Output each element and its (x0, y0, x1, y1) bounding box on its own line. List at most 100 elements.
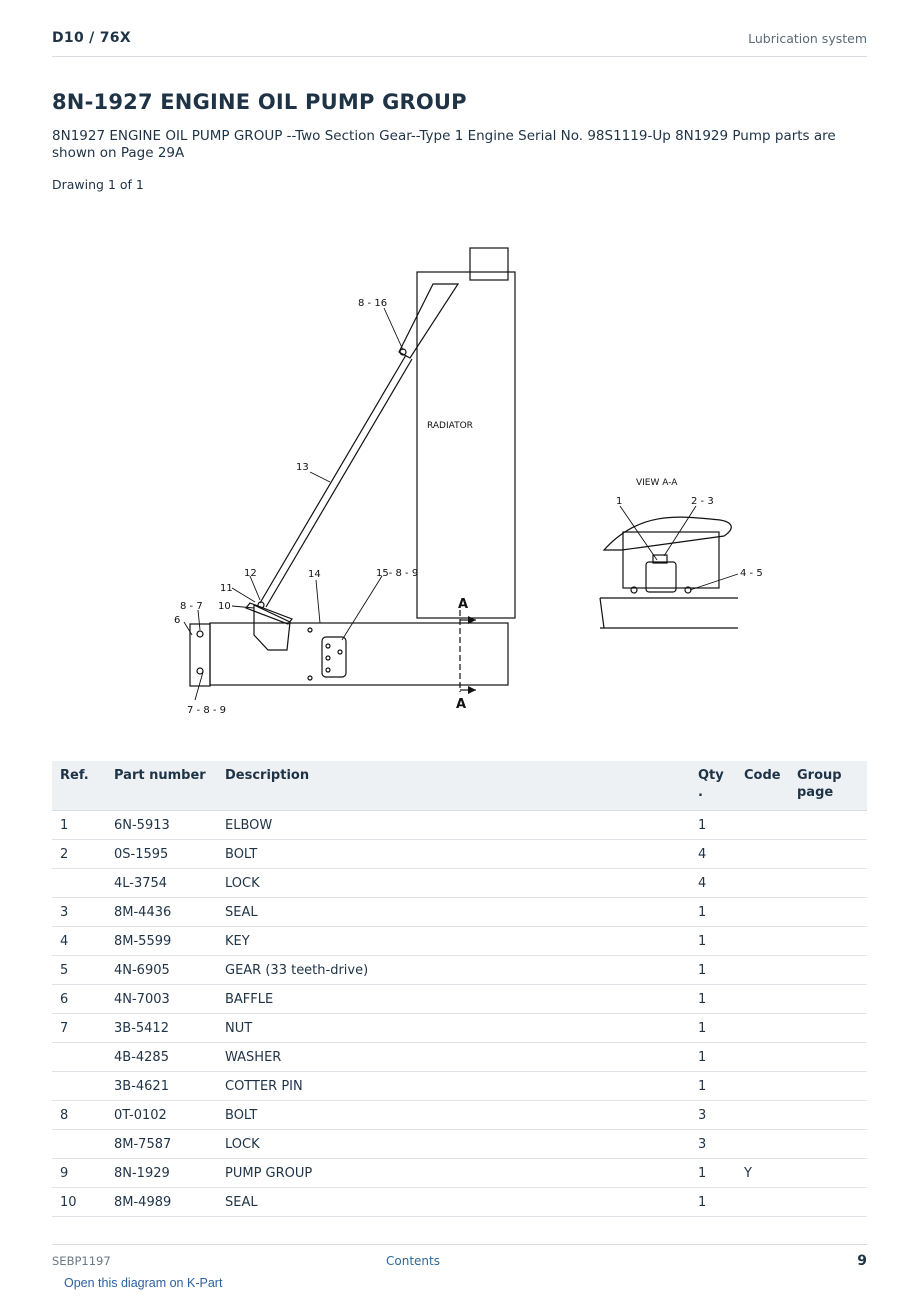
view-housing-body (622, 531, 720, 589)
cell-code (736, 839, 789, 869)
section-label: Lubrication system (748, 31, 867, 46)
cell-ref: 7 (52, 1013, 106, 1043)
leader-13 (309, 471, 331, 483)
cell-code (736, 1071, 789, 1101)
cell-ref (52, 1129, 106, 1159)
pump-bolt-2 (325, 655, 331, 661)
pump-group-body (321, 636, 347, 678)
callout-1589: 15- 8 - 9 (376, 568, 418, 579)
document-id: SEBP1197 (52, 1254, 111, 1268)
end-plate-bolt-top (196, 630, 204, 638)
cell-qty: 1 (690, 926, 736, 956)
cell-ref (52, 1042, 106, 1072)
cell-desc: LOCK (217, 868, 690, 898)
cell-code (736, 984, 789, 1014)
cell-part: 8N-1929 (106, 1158, 217, 1188)
page-title: 8N-1927 ENGINE OIL PUMP GROUP (52, 90, 467, 114)
cell-part: 4L-3754 (106, 868, 217, 898)
cell-desc: ELBOW (217, 810, 690, 840)
cell-code (736, 897, 789, 927)
group-description: 8N1927 ENGINE OIL PUMP GROUP --Two Secti… (52, 128, 836, 161)
end-plate-bolt-bottom (196, 667, 204, 675)
cell-qty: 1 (690, 897, 736, 927)
cell-ref: 3 (52, 897, 106, 927)
cell-part: 3B-4621 (106, 1071, 217, 1101)
header-description: Description (217, 761, 690, 811)
cell-code (736, 810, 789, 840)
cell-qty: 1 (690, 1158, 736, 1188)
cell-desc: NUT (217, 1013, 690, 1043)
header-qty-text: Qty . (698, 768, 724, 800)
callout-11: 11 (220, 583, 233, 594)
leader-45 (689, 573, 739, 591)
cell-group (789, 1100, 867, 1130)
cell-group (789, 1071, 867, 1101)
drawing-label: Drawing 1 of 1 (52, 177, 144, 192)
kpart-link[interactable]: Open this diagram on K-Part (64, 1276, 223, 1290)
view-aa-label: VIEW A-A (636, 478, 678, 488)
leader-1 (619, 505, 658, 561)
cell-desc: BOLT (217, 839, 690, 869)
header-ref: Ref. (52, 761, 106, 811)
cell-qty: 4 (690, 868, 736, 898)
cell-part: 3B-5412 (106, 1013, 217, 1043)
cell-qty: 4 (690, 839, 736, 869)
view-housing-outline (602, 516, 732, 551)
leader-10 (231, 605, 255, 609)
cell-group (789, 926, 867, 956)
cell-ref: 5 (52, 955, 106, 985)
cell-group (789, 868, 867, 898)
cell-ref: 2 (52, 839, 106, 869)
radiator-body (416, 271, 516, 619)
cell-desc: COTTER PIN (217, 1071, 690, 1101)
cell-group (789, 1129, 867, 1159)
strut-rod-b (265, 358, 413, 608)
cell-code (736, 1013, 789, 1043)
parts-diagram: RADIATOR VIEW A-A A A 8 - 16 13 12 11 10… (174, 247, 763, 716)
callout-1: 1 (616, 496, 622, 507)
header-part-number: Part number (106, 761, 217, 811)
page-footer: SEBP1197 Contents 9 (52, 1244, 867, 1275)
callout-12: 12 (244, 568, 257, 579)
leader-14 (315, 579, 321, 624)
cell-ref: 9 (52, 1158, 106, 1188)
callout-87: 8 - 7 (180, 601, 203, 612)
table-header-row: Ref. Part number Description Qty . Code … (52, 761, 867, 811)
contents-link[interactable]: Contents (386, 1254, 440, 1268)
cell-desc: KEY (217, 926, 690, 956)
header-group-page: Group page (789, 761, 867, 811)
pump-bolt-4 (337, 649, 343, 655)
cell-desc: BAFFLE (217, 984, 690, 1014)
view-pump-body (645, 561, 677, 593)
cell-ref (52, 1071, 106, 1101)
beam-mark-bottom (307, 675, 313, 681)
cell-group (789, 1013, 867, 1043)
section-arrowhead-bottom (468, 686, 476, 694)
cell-group (789, 955, 867, 985)
cell-part: 4N-6905 (106, 955, 217, 985)
parts-table: Ref. Part number Description Qty . Code … (52, 761, 867, 1217)
cell-group (789, 839, 867, 869)
section-marker-bottom: A (456, 697, 466, 712)
leader-789 (194, 671, 204, 701)
strut-pin-bottom (257, 601, 265, 609)
cell-code (736, 1187, 789, 1217)
cell-qty: 1 (690, 955, 736, 985)
cell-group (789, 897, 867, 927)
cell-group (789, 1042, 867, 1072)
cell-group (789, 810, 867, 840)
cell-qty: 3 (690, 1100, 736, 1130)
leader-87 (197, 609, 201, 631)
